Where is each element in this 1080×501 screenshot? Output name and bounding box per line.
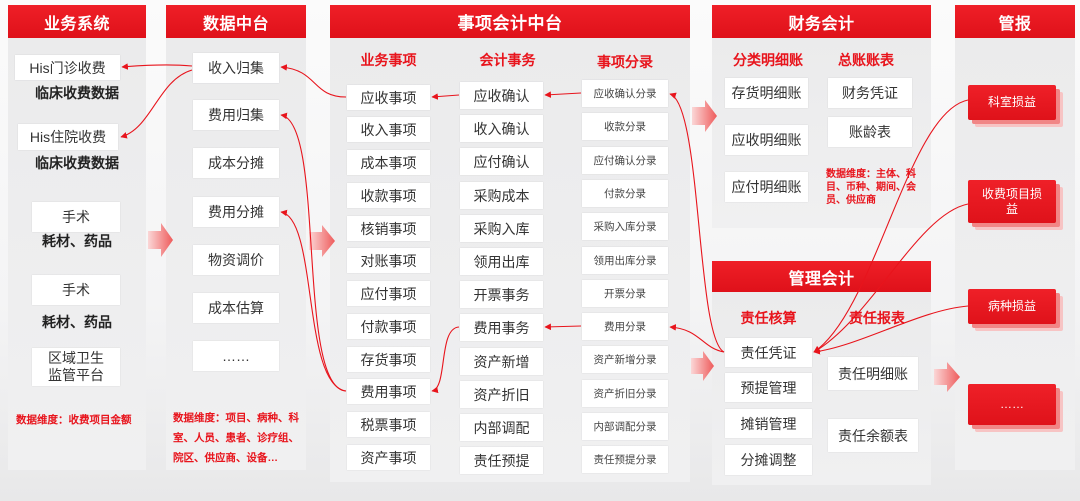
internal-transfer-entry-box: 内部调配分录 [582, 413, 668, 440]
responsibility-voucher-box: 责任凭证 [725, 338, 812, 367]
material-issue-entry-box: 领用出库分录 [582, 247, 668, 274]
disease-pnl-label: 病种损益 [968, 289, 1056, 324]
aging-report-box: 账龄表 [828, 117, 912, 147]
receivable-recognition-entry-box: 应收确认分录 [582, 80, 668, 107]
accrual-management-box: 预提管理 [725, 373, 812, 402]
sub-ledgers-heading: 分类明细账 [733, 52, 803, 68]
receivable-recognition-box: 应收确认 [460, 82, 543, 109]
billing-item-pnl-label: 收费项目损益 [968, 180, 1056, 223]
expense-allocation-box: 费用分摊 [193, 197, 279, 227]
more-reports-label: …… [968, 384, 1056, 425]
his-inpatient-billing-box: His住院收费 [18, 124, 118, 150]
payable-event-box: 应付事项 [347, 281, 430, 306]
expense-event-box: 费用事项 [347, 379, 430, 404]
event-entries-heading: 事项分录 [597, 54, 653, 70]
cost-allocation-box: 成本分摊 [193, 148, 279, 178]
more-ellipsis-box: …… [193, 341, 279, 371]
dept-pnl-label: 科室损益 [968, 85, 1056, 120]
business-systems-panel [8, 38, 146, 470]
billing-item-pnl-card: 收费项目损益 [968, 180, 1063, 230]
income-collection-box: 收入归集 [193, 53, 279, 83]
asset-event-box: 资产事项 [347, 445, 430, 470]
purchase-receipt-box: 采购入库 [460, 215, 543, 242]
responsibility-accrual-entry-box: 责任预提分录 [582, 446, 668, 473]
responsibility-reports-heading: 责任报表 [849, 310, 905, 326]
receivable-event-box: 应收事项 [347, 85, 430, 110]
invoicing-entry-box: 开票分录 [582, 280, 668, 307]
asset-addition-entry-box: 资产新增分录 [582, 346, 668, 373]
clinical-billing-data-label: 临床收费数据 [35, 85, 119, 101]
expense-collection-box: 费用归集 [193, 100, 279, 130]
regional-health-supervision-platform-box: 区域卫生 监管平台 [32, 348, 120, 386]
data-platform-dimension-note: 数据维度：项目、病种、科室、人员、患者、诊疗组、院区、供应商、设备… [173, 412, 299, 464]
clinical-billing-data-label: 临床收费数据 [35, 155, 119, 171]
expense-entry-box: 费用分录 [582, 313, 668, 340]
expense-affair-box: 费用事务 [460, 314, 543, 341]
material-price-adjustment-box: 物资调价 [193, 245, 279, 275]
cost-estimation-box: 成本估算 [193, 293, 279, 323]
asset-addition-box: 资产新增 [460, 348, 543, 375]
revenue-event-box: 收入事项 [347, 117, 430, 142]
accounting-affairs-heading: 会计事务 [479, 52, 536, 68]
receivable-subledger-box: 应收明细账 [725, 125, 808, 155]
amortization-management-box: 摊销管理 [725, 409, 812, 438]
tax-invoice-event-box: 税票事项 [347, 412, 430, 437]
inventory-subledger-box: 存货明细账 [725, 78, 808, 108]
general-ledger-heading: 总账账表 [838, 52, 894, 68]
responsibility-accrual-box: 责任预提 [460, 447, 543, 474]
financial-voucher-box: 财务凭证 [828, 78, 912, 108]
consumables-drugs-label: 耗材、药品 [42, 233, 112, 249]
disease-pnl-card: 病种损益 [968, 289, 1063, 331]
business-systems-header: 业务系统 [8, 5, 146, 38]
material-issue-box: 领用出库 [460, 248, 543, 275]
allocation-adjustment-box: 分摊调整 [725, 445, 812, 475]
data-platform-header: 数据中台 [166, 5, 306, 38]
his-outpatient-billing-box: His门诊收费 [15, 55, 120, 80]
financial-accounting-header: 财务会计 [712, 5, 931, 38]
consumables-drugs-label: 耗材、药品 [42, 314, 112, 330]
surgery-box: 手术 [32, 275, 120, 305]
internal-transfer-box: 内部调配 [460, 414, 543, 441]
cost-event-box: 成本事项 [347, 150, 430, 175]
purchase-cost-box: 采购成本 [460, 182, 543, 209]
reconciliation-event-box: 对账事项 [347, 248, 430, 273]
more-reports-card: …… [968, 384, 1063, 432]
purchase-receipt-entry-box: 采购入库分录 [582, 213, 668, 240]
management-reports-header: 管报 [955, 5, 1075, 38]
business-events-heading: 业务事项 [360, 52, 417, 68]
inventory-event-box: 存货事项 [347, 347, 430, 372]
dept-pnl-card: 科室损益 [968, 85, 1063, 127]
flow-arrow-event-accounting-to-management [691, 351, 714, 381]
surgery-box: 手术 [32, 202, 120, 232]
asset-depreciation-box: 资产折旧 [460, 381, 543, 408]
responsibility-accounting-heading: 责任核算 [740, 310, 797, 326]
payable-subledger-box: 应付明细账 [725, 172, 808, 202]
write-off-event-box: 核销事项 [347, 216, 430, 241]
responsibility-detail-ledger-box: 责任明细账 [828, 357, 918, 390]
payable-recognition-entry-box: 应付确认分录 [582, 147, 668, 174]
collection-event-box: 收款事项 [347, 183, 430, 208]
revenue-recognition-box: 收入确认 [460, 115, 543, 142]
financial-dimension-note: 数据维度：主体、科目、币种、期间、会员、供应商 [826, 169, 916, 206]
payment-entry-box: 付款分录 [582, 180, 668, 207]
business-dimension-note: 数据维度：收费项目金额 [16, 414, 132, 426]
payable-recognition-box: 应付确认 [460, 148, 543, 175]
event-accounting-header: 事项会计中台 [330, 5, 690, 38]
payment-event-box: 付款事项 [347, 314, 430, 339]
management-accounting-header: 管理会计 [712, 261, 931, 292]
invoicing-affair-box: 开票事务 [460, 281, 543, 308]
collection-entry-box: 收款分录 [582, 113, 668, 140]
responsibility-balance-sheet-box: 责任余额表 [828, 419, 918, 452]
asset-depreciation-entry-box: 资产折旧分录 [582, 380, 668, 407]
